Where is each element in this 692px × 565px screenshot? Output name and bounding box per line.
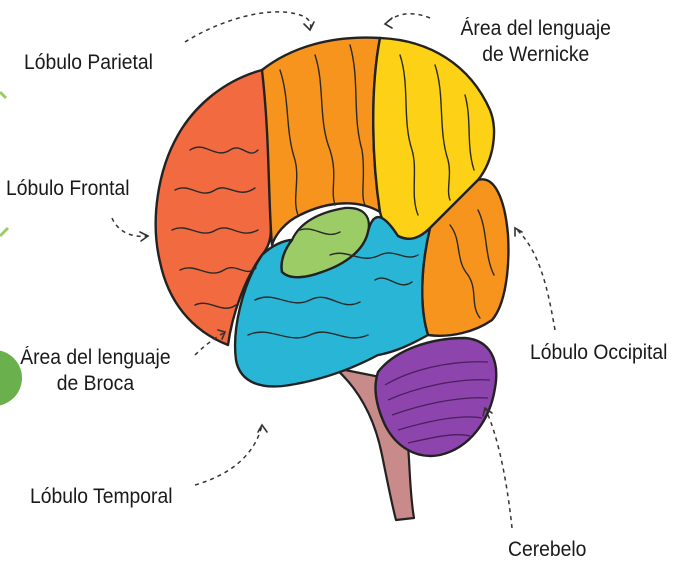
label-wernicke-line2: de Wernicke [452,42,619,68]
arrow-parietal [185,12,311,42]
label-lobulo-parietal: Lóbulo Parietal [24,50,153,76]
label-wernicke-line1: Área del lenguaje [452,16,619,42]
arrow-occipital [515,228,555,330]
label-lobulo-occipital: Lóbulo Occipital [530,340,667,366]
left-edge-tick [0,92,8,236]
arrow-temporal [195,425,262,485]
arrow-cerebelo [485,408,512,528]
label-lobulo-temporal: Lóbulo Temporal [30,484,172,510]
label-lobulo-frontal: Lóbulo Frontal [6,176,130,202]
label-broca-line1: Área del lenguaje [8,345,183,371]
label-broca: Área del lenguaje de Broca [8,345,183,396]
label-cerebelo: Cerebelo [508,537,586,563]
label-wernicke: Área del lenguaje de Wernicke [452,16,619,67]
label-broca-line2: de Broca [8,371,183,397]
